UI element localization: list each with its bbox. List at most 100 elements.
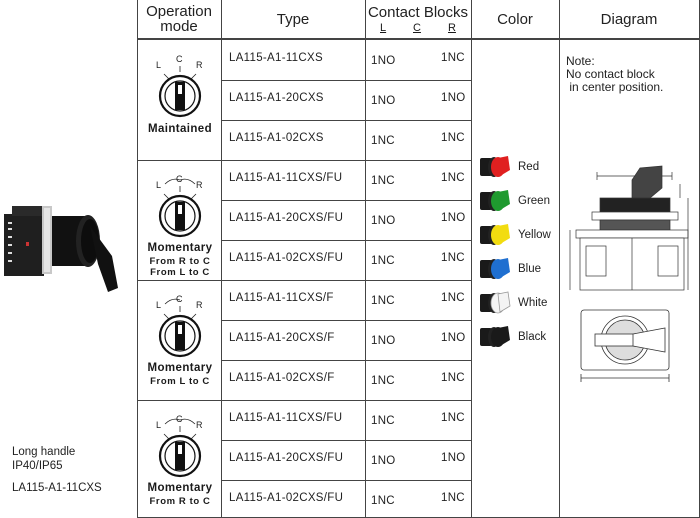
contact-right-cell: 1NO [441,452,466,464]
mode-title: Momentary [147,482,213,494]
type-cell: LA115-A1-11CXS [229,52,323,64]
mode-title: Momentary [147,242,213,254]
type-cell: LA115-A1-20CXS [229,92,324,104]
type-cell: LA115-A1-02CXS/F [229,372,335,384]
svg-text:C: C [176,414,183,424]
svg-text:L: L [156,420,161,430]
contact-left-cell: 1NC [371,135,395,147]
header-color-label: Color [497,10,533,28]
svg-text:R: R [196,60,203,70]
svg-text:L: L [156,300,161,310]
row-separator [221,80,471,81]
type-cell: LA115-A1-20CXS/F [229,332,335,344]
contact-right-cell: 1NC [441,492,465,504]
header-diagram-label: Diagram [600,10,658,28]
row-separator [221,480,471,481]
product-model: LA115-A1-11CXS [12,482,102,494]
mode-subtitle: From R to C [149,256,211,267]
header-operation-mode-line2: mode [160,18,198,35]
contact-left-cell: 1NO [371,55,396,67]
contact-left-cell: 1NC [371,255,395,267]
type-cell: LA115-A1-02CXS [229,132,324,144]
color-swatch-icon [480,326,510,347]
header-diagram: Diagram [559,0,699,38]
type-cell: LA115-A1-20CXS/FU [229,212,344,224]
dimension-drawing-side [569,165,689,291]
svg-text:L: L [156,60,161,70]
contact-right-cell: 1NO [441,332,466,344]
color-swatch-icon [480,156,510,177]
svg-text:R: R [196,180,203,190]
table-border-left [137,0,138,518]
header-type: Type [221,0,365,38]
product-line-2: IP40/IP65 [12,460,63,472]
mode-title: Momentary [147,362,213,374]
table-divider-mode-type [221,0,222,518]
contact-left-cell: 1NC [371,375,395,387]
type-cell: LA115-A1-02CXS/FU [229,252,344,264]
contact-right-cell: 1NC [441,52,465,64]
row-separator [221,360,471,361]
svg-text:C: C [176,294,183,304]
product-image [4,206,118,292]
contact-position-C: C [413,22,421,34]
contact-right-cell: 1NC [441,372,465,384]
color-label: Green [518,195,550,207]
selector-position-icon: LCR [156,294,203,358]
color-swatch-icon [480,190,510,211]
contact-right-cell: 1NC [441,172,465,184]
type-cell: LA115-A1-11CXS/F [229,292,334,304]
product-line-1: Long handle [12,446,76,458]
contact-left-cell: 1NO [371,215,396,227]
diagram-note: Note: No contact block in center positio… [566,54,664,94]
contact-position-L: L [380,22,387,34]
row-separator [221,120,471,121]
color-label: Black [518,331,547,343]
contact-left-cell: 1NO [371,335,396,347]
row-separator [137,400,471,401]
contact-right-cell: 1NC [441,132,465,144]
contact-right-cell: 1NO [441,212,466,224]
row-separator [137,160,471,161]
table-divider-contacts-color [471,0,472,518]
color-label: Yellow [518,229,551,241]
svg-text:C: C [176,174,183,184]
type-cell: LA115-A1-02CXS/FU [229,492,344,504]
color-label: White [518,297,548,309]
contact-left-cell: 1NC [371,175,395,187]
row-separator [221,240,471,241]
contact-left-cell: 1NO [371,95,396,107]
table-divider-type-contacts [365,0,366,518]
header-underline [137,38,700,40]
header-operation-mode: Operation mode [137,0,221,38]
row-separator [137,280,471,281]
dimension-drawing-front [580,309,670,382]
contact-left-cell: 1NO [371,455,396,467]
row-separator [221,440,471,441]
selector-position-icon: LCR [156,174,203,238]
color-swatch-icon [480,291,511,314]
header-contact-blocks: Contact Blocks [365,0,471,31]
contact-position-R: R [448,22,456,34]
contact-right-cell: 1NO [441,92,466,104]
table-divider-color-diagram [559,0,560,518]
mode-subtitle: From L to C [150,267,210,278]
type-cell: LA115-A1-20CXS/FU [229,452,344,464]
selector-position-icon: LCR [156,414,203,478]
mode-title: Maintained [147,123,213,135]
contact-right-cell: 1NC [441,252,465,264]
color-swatch-icon [480,224,510,245]
header-contact-blocks-label: Contact Blocks [367,3,469,21]
mode-subtitle: From R to C [149,496,211,507]
svg-text:L: L [156,180,161,190]
header-color: Color [471,0,559,38]
color-swatch-icon [480,258,510,279]
svg-text:C: C [176,54,183,64]
type-cell: LA115-A1-11CXS/FU [229,412,343,424]
row-separator [221,200,471,201]
svg-text:R: R [196,300,203,310]
svg-text:R: R [196,420,203,430]
contact-left-cell: 1NC [371,295,395,307]
contact-left-cell: 1NC [371,415,395,427]
color-label: Red [518,161,540,173]
